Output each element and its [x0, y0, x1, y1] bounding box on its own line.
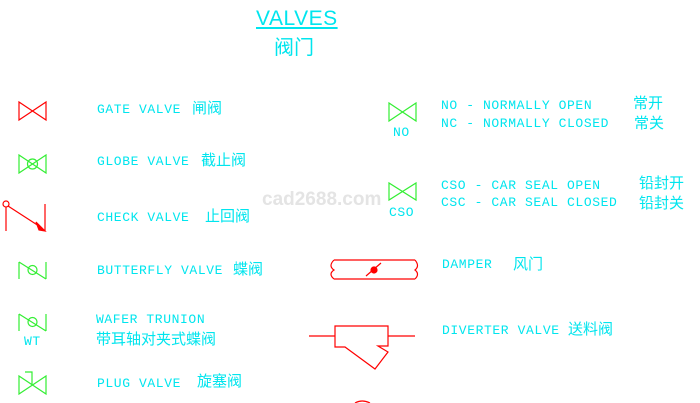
butterfly-valve-icon	[18, 261, 47, 280]
legend-title: VALVES	[256, 7, 338, 30]
globe-valve-label-zh: 截止阀	[201, 151, 247, 169]
csc-label-zh: 铅封关	[639, 194, 685, 212]
wafer-trunion-valve-icon	[18, 313, 47, 332]
legend-title-zh: 阀门	[274, 35, 314, 59]
butterfly-valve-label-zh: 蝶阀	[233, 260, 264, 278]
diverter-valve-label: DIVERTER VALVE	[442, 323, 560, 338]
nc-label-zh: 常关	[634, 114, 665, 132]
cso-tag: CSO	[389, 205, 415, 220]
gate-valve-label-zh: 闸阀	[192, 99, 223, 117]
gate-valve-icon	[18, 100, 47, 122]
damper-label-zh: 风门	[513, 255, 544, 273]
no-label-zh: 常开	[633, 94, 664, 112]
plug-valve-label-zh: 旋塞阀	[197, 372, 243, 390]
wafer-trunion-label-zh: 带耳轴对夹式蝶阀	[96, 330, 217, 348]
butterfly-valve-label: BUTTERFLY VALVE	[97, 263, 224, 278]
wafer-trunion-tag: WT	[24, 334, 41, 349]
plug-valve-icon	[18, 371, 47, 396]
car-seal-valve-icon	[388, 181, 417, 202]
plug-valve-label: PLUG VALVE	[97, 376, 182, 391]
diverter-valve-label-zh: 送料阀	[568, 320, 614, 338]
normally-open-valve-icon	[388, 101, 417, 123]
cso-label: CSO - CAR SEAL OPEN	[441, 178, 601, 193]
watermark: cad2688.com	[262, 189, 382, 210]
damper-label: DAMPER	[442, 257, 493, 272]
damper-icon	[330, 259, 419, 280]
diverter-valve-icon	[309, 325, 415, 370]
check-valve-label-zh: 止回阀	[205, 207, 251, 225]
globe-valve-icon	[18, 153, 47, 175]
partial-symbol-icon	[354, 400, 371, 403]
csc-label: CSC - CAR SEAL CLOSED	[441, 195, 618, 210]
check-valve-label: CHECK VALVE	[97, 210, 190, 225]
cso-label-zh: 铅封开	[639, 174, 685, 192]
no-label: NO - NORMALLY OPEN	[441, 98, 593, 113]
globe-valve-label: GLOBE VALVE	[97, 154, 190, 169]
gate-valve-label: GATE VALVE	[97, 102, 182, 117]
check-valve-icon	[2, 200, 47, 232]
nc-label: NC - NORMALLY CLOSED	[441, 116, 610, 131]
wafer-trunion-label: WAFER TRUNION	[96, 312, 206, 327]
no-tag: NO	[393, 125, 410, 140]
